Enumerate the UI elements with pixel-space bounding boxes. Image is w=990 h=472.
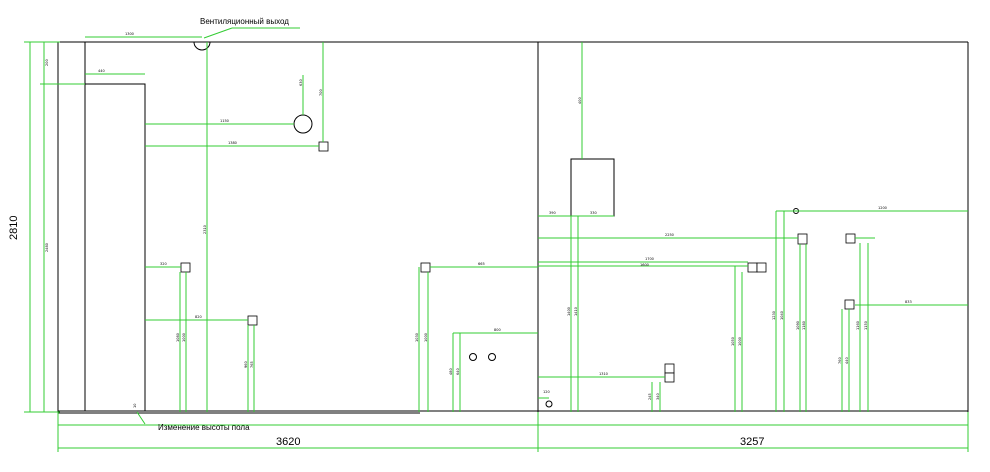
dim-label: 1230: [772, 311, 776, 320]
water-outlet-1: [469, 353, 477, 361]
dim-label: 340: [656, 393, 660, 400]
dim-label: 1180: [802, 321, 806, 330]
dim-label: 1000: [182, 333, 186, 342]
dim-label: 1700: [645, 257, 654, 261]
drain-outlet: [545, 400, 553, 408]
dim-label: 1150: [864, 321, 868, 330]
dim-label: 10: [133, 404, 137, 408]
dim-label: 1150: [220, 119, 229, 123]
dim-label: 120: [543, 390, 550, 394]
socket: [420, 262, 431, 273]
dim-label: 1160: [856, 321, 860, 330]
socket: [180, 262, 191, 273]
door-frame: [84, 83, 146, 411]
dim-label: 760: [838, 357, 842, 364]
wall-outline: [57, 41, 969, 414]
boiler-cabinet: [570, 158, 615, 217]
dim-label: 1380: [228, 141, 237, 145]
dim-label: 330: [590, 211, 597, 215]
dim-label: 200: [45, 59, 49, 66]
dim-label: 245: [648, 393, 652, 400]
dim-label: 1310: [599, 372, 608, 376]
dimension-lines: [24, 27, 969, 452]
leader-line: [203, 27, 233, 39]
water-outlet-2: [488, 353, 496, 361]
dimension-labels: 3620 3257 2810 1300 200 440 2480 630 700…: [8, 17, 912, 448]
dim-label: 665: [478, 262, 485, 266]
dim-label: 390: [549, 211, 556, 215]
vent-outlet-symbol: [193, 41, 211, 51]
dim-label: 440: [845, 357, 849, 364]
dim-label: 833: [905, 300, 912, 304]
socket: [844, 299, 855, 310]
dim-label: 2310: [203, 225, 207, 234]
dim-label: 1030: [415, 333, 419, 342]
dim-label: 1080: [176, 333, 180, 342]
dim-label: 320: [160, 262, 167, 266]
dim-label: 1090: [796, 321, 800, 330]
dim-label: 2250: [665, 233, 674, 237]
dim-left-wall-width: 3620: [276, 436, 300, 448]
vent-outlet-label: Вентиляционный выход: [200, 17, 289, 26]
dim-label: 480: [449, 368, 453, 375]
dim-label: 400: [578, 97, 582, 104]
dim-label: 1050: [731, 337, 735, 346]
socket: [845, 233, 856, 244]
dim-label: 1200: [878, 206, 887, 210]
dim-label: 800: [494, 328, 501, 332]
socket: [664, 372, 675, 383]
dim-label: 440: [98, 69, 105, 73]
socket: [747, 262, 758, 273]
dim-label: 960: [244, 361, 248, 368]
dim-label: 2480: [45, 243, 49, 252]
vent-pipe-circle: [293, 114, 313, 134]
dim-label: 820: [195, 315, 202, 319]
door-opening: [58, 42, 146, 411]
socket: [247, 315, 258, 326]
dim-label: 630: [299, 79, 303, 86]
dim-label: 1040: [780, 311, 784, 320]
socket: [664, 363, 675, 374]
sockets: [180, 141, 856, 383]
dim-label: 1300: [125, 32, 134, 36]
leader-line: [136, 411, 146, 425]
dim-label: 765: [250, 361, 254, 368]
dim-label: 1400: [567, 307, 571, 316]
socket: [797, 233, 808, 245]
dim-label: 1600: [640, 263, 649, 267]
socket: [318, 141, 329, 152]
dim-wall-height: 2810: [8, 216, 20, 240]
dim-label: 1410: [574, 307, 578, 316]
dim-right-wall-width: 3257: [740, 436, 764, 448]
socket: [756, 262, 767, 273]
dim-label: 1000: [738, 337, 742, 346]
dim-label: 700: [319, 89, 323, 96]
dim-label: 640: [456, 368, 460, 375]
floor-change-label: Изменение высоты пола: [158, 423, 250, 432]
dim-label: 1000: [424, 333, 428, 342]
